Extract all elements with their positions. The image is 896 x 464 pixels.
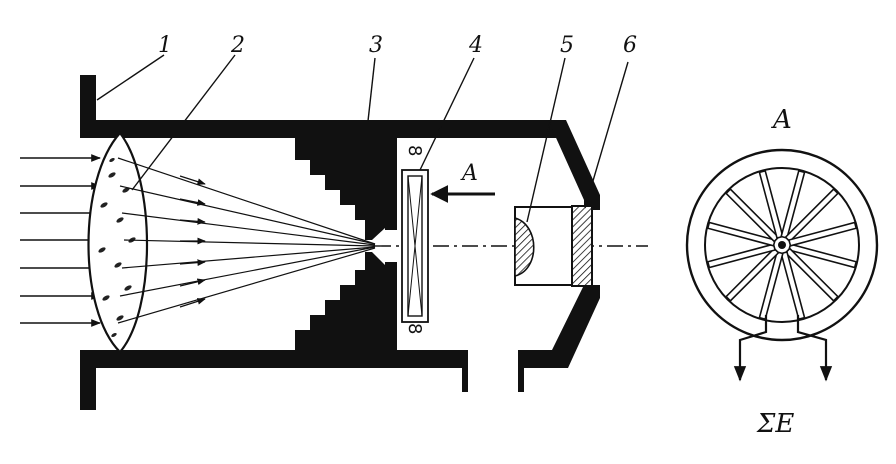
thermopile-spoke: [725, 247, 780, 302]
thermopile-spoke: [706, 221, 777, 247]
thermopile-spoke: [758, 169, 784, 240]
housing-right-top-wall: [548, 120, 600, 210]
sensor-element: 8 8: [401, 145, 429, 334]
thermopile-spoke: [725, 188, 780, 243]
callout-4: 4: [468, 33, 483, 58]
leader-lines: [96, 54, 629, 223]
chamber-wall-bottom: [385, 262, 397, 350]
thermopile-spoke: [784, 188, 839, 243]
lens: [87, 131, 149, 354]
chamber-wall-top: [385, 138, 397, 230]
stepped-diaphragm-bottom: [295, 252, 385, 350]
thermopile-spoke: [784, 247, 839, 302]
view-arrow-label: A: [460, 161, 478, 186]
housing-right-bottom-wall: [518, 285, 600, 368]
callout-3: 3: [369, 33, 383, 58]
thermopile-spoke: [706, 243, 777, 269]
incoming-rays: [20, 154, 101, 327]
thermopile-spokes: [706, 169, 858, 321]
thermopile-spoke: [787, 221, 858, 247]
housing-top-wall: [80, 120, 558, 138]
callout-1: 1: [158, 33, 172, 58]
thermopile-view: [685, 148, 879, 342]
view-label: A: [771, 105, 792, 135]
housing: [80, 75, 600, 410]
thermopile-spoke: [780, 250, 806, 321]
stepped-diaphragm-top: [295, 138, 385, 240]
focused-rays: [117, 157, 376, 324]
output-leads: [733, 315, 833, 382]
callout-6: 6: [623, 33, 637, 58]
sensor-terminal-top: 8: [404, 145, 425, 156]
callout-5: 5: [560, 33, 574, 58]
sensor-terminal-bottom: 8: [404, 323, 425, 334]
callout-2: 2: [230, 33, 245, 58]
window-filter: [571, 205, 593, 287]
thermopile-spoke: [780, 169, 806, 240]
bottom-wall-right-stub: [518, 350, 524, 392]
bottom-wall-stub: [462, 350, 468, 392]
housing-bottom-wall: [80, 350, 468, 368]
output-label: ΣE: [756, 409, 794, 439]
